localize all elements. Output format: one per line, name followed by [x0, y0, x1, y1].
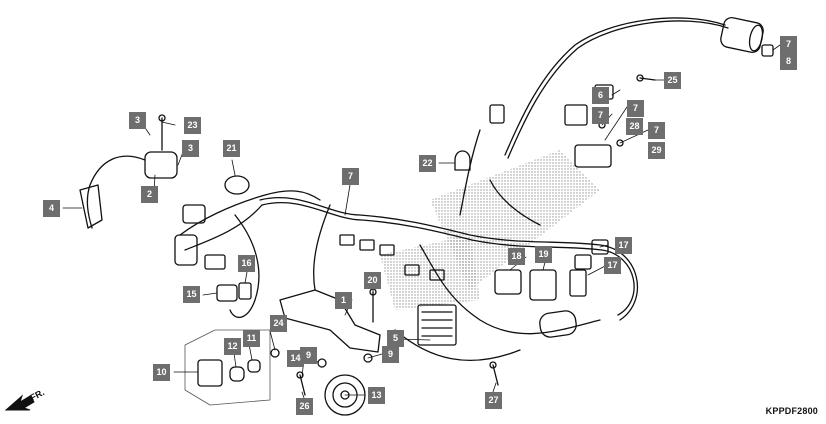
- clamp-22: [454, 150, 471, 171]
- callout-part-2[interactable]: 2: [141, 186, 158, 203]
- callout-part-7[interactable]: 7: [648, 122, 665, 139]
- callout-part-8[interactable]: 8: [780, 53, 797, 70]
- front-arrow-icon: [4, 394, 35, 411]
- callout-part-7[interactable]: 7: [627, 100, 644, 117]
- grommet-12: [229, 366, 245, 382]
- callout-part-3[interactable]: 3: [182, 140, 199, 157]
- lower-cylinder: [539, 310, 577, 338]
- callout-part-7[interactable]: 7: [592, 107, 609, 124]
- callout-part-19[interactable]: 19: [535, 246, 552, 263]
- callout-part-16[interactable]: 16: [238, 255, 255, 272]
- callout-part-24[interactable]: 24: [270, 315, 287, 332]
- callout-part-21[interactable]: 21: [223, 140, 240, 157]
- regulator: [417, 304, 457, 346]
- left-connector-3: [204, 254, 226, 270]
- callout-part-17[interactable]: 17: [604, 257, 621, 274]
- callout-part-7[interactable]: 7: [780, 36, 797, 53]
- left-connector: [182, 204, 206, 224]
- callout-part-15[interactable]: 15: [183, 286, 200, 303]
- cap-plug: [761, 44, 774, 57]
- callout-part-11[interactable]: 11: [243, 330, 260, 347]
- cap-end: [748, 24, 764, 52]
- callout-part-25[interactable]: 25: [664, 72, 681, 89]
- callout-part-13[interactable]: 13: [368, 387, 385, 404]
- diagram-code: KPPDF2800: [765, 406, 818, 416]
- callout-part-22[interactable]: 22: [419, 155, 436, 172]
- main-harness: [259, 197, 639, 321]
- callout-part-28[interactable]: 28: [626, 118, 643, 135]
- callout-part-9[interactable]: 9: [382, 346, 399, 363]
- callout-part-9[interactable]: 9: [300, 347, 317, 364]
- relay-17b: [591, 239, 609, 255]
- upper-cable: [504, 17, 726, 156]
- callout-part-29[interactable]: 29: [648, 142, 665, 159]
- relay-17c: [569, 269, 587, 297]
- grommet-11: [247, 359, 261, 373]
- relay-18: [494, 269, 522, 295]
- upper-cable-2: [507, 20, 729, 159]
- spark-plug-cap: [79, 184, 103, 229]
- harness-branch: [394, 329, 521, 362]
- harness-branch: [489, 179, 541, 226]
- relay-17a: [574, 254, 592, 270]
- relay-10: [197, 359, 223, 387]
- callout-part-14[interactable]: 14: [287, 350, 304, 367]
- callout-part-7[interactable]: 7: [342, 168, 359, 185]
- fuse-holder-16: [238, 282, 252, 300]
- callout-part-26[interactable]: 26: [296, 398, 313, 415]
- horn: [324, 374, 366, 416]
- left-harness-2: [184, 204, 263, 251]
- callout-part-5[interactable]: 5: [387, 330, 404, 347]
- callout-part-1[interactable]: 1: [335, 292, 352, 309]
- left-loop: [229, 214, 260, 319]
- spark-plug-lead: [86, 155, 146, 229]
- callout-part-17[interactable]: 17: [615, 237, 632, 254]
- relay-19: [529, 269, 557, 301]
- bracket: [279, 289, 381, 353]
- harness-branch: [313, 204, 331, 291]
- callout-part-12[interactable]: 12: [224, 338, 241, 355]
- ignition-coil: [144, 151, 178, 179]
- callout-part-23[interactable]: 23: [184, 117, 201, 134]
- callout-part-10[interactable]: 10: [153, 364, 170, 381]
- band-21: [224, 175, 250, 195]
- callout-part-20[interactable]: 20: [364, 272, 381, 289]
- callout-part-4[interactable]: 4: [43, 200, 60, 217]
- callout-part-18[interactable]: 18: [508, 248, 525, 265]
- callout-part-6[interactable]: 6: [592, 87, 609, 104]
- callout-part-27[interactable]: 27: [485, 392, 502, 409]
- harness-branch: [419, 244, 601, 335]
- callout-part-3[interactable]: 3: [129, 112, 146, 129]
- fuse-holder-15: [216, 284, 238, 302]
- parts-group-outline: [184, 329, 271, 406]
- harness-branch: [459, 129, 481, 216]
- left-harness: [179, 190, 321, 236]
- main-harness-2: [261, 202, 635, 316]
- left-connector-2: [174, 234, 198, 266]
